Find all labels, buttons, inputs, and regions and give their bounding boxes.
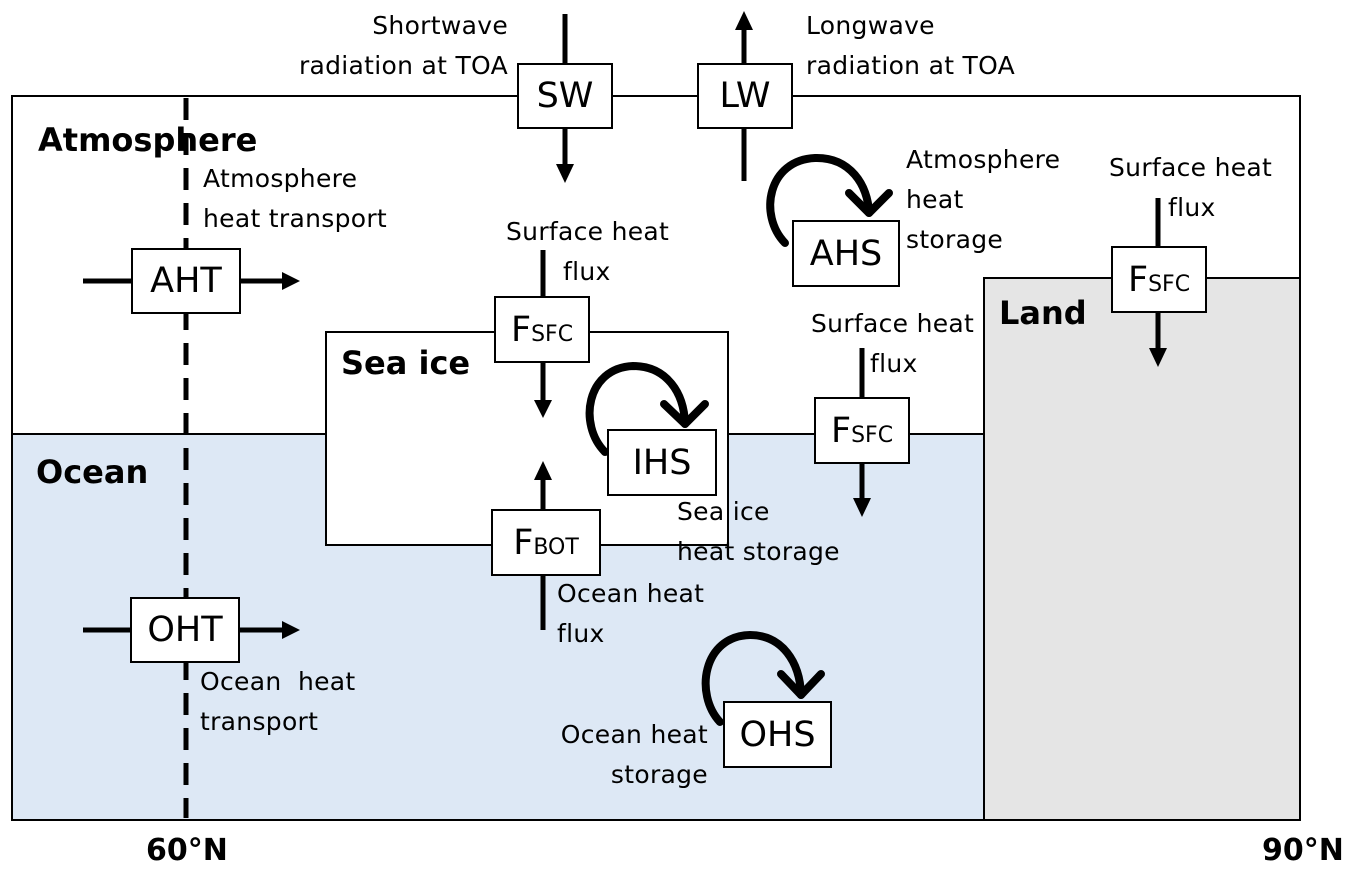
ihs-label-line: heat storage xyxy=(677,537,840,566)
ocean-sfc-label-line: flux xyxy=(870,349,918,378)
bot-label-line: flux xyxy=(557,619,605,648)
sw-label-line: Shortwave xyxy=(372,11,508,40)
ihs-label: Sea ice heat storage xyxy=(677,492,840,572)
sw-label: Shortwave radiation at TOA xyxy=(299,6,508,86)
ice-sfc-label-line: Surface heat xyxy=(506,217,670,246)
oht-label-line: Ocean heat xyxy=(200,667,356,696)
land-sfc-label-line: flux xyxy=(1168,193,1216,222)
ocean-sfc-arrowhead xyxy=(853,498,871,517)
flux-subscript: SFC xyxy=(531,321,574,347)
ocean-sfc-label: Surface heat flux xyxy=(811,304,974,384)
bot-arrowhead xyxy=(534,461,552,480)
ohs-cycle-arrow xyxy=(701,631,825,726)
ice-sfc-label-line: flux xyxy=(563,257,611,286)
aht-label: Atmosphere heat transport xyxy=(203,159,387,239)
ahs-box: AHS xyxy=(792,220,900,287)
latitude-90n-label: 90°N xyxy=(1262,833,1344,868)
ihs-label-line: Sea ice xyxy=(677,497,770,526)
ohs-label-line: Ocean heat xyxy=(560,720,708,749)
ihs-cycle-arrow xyxy=(585,362,709,456)
ohs-box: OHS xyxy=(723,701,832,768)
ocean-region-label: Ocean xyxy=(36,453,149,491)
aht-arrowhead xyxy=(282,272,300,290)
flux-symbol: F xyxy=(1127,259,1149,300)
lw-box: LW xyxy=(697,63,793,129)
land-sfc-arrowhead xyxy=(1149,348,1167,367)
land-sfc-label-line: Surface heat xyxy=(1109,153,1273,182)
oht-arrowhead xyxy=(282,621,300,639)
land-sfc-label: Surface heat flux xyxy=(1109,148,1272,228)
domain-frame xyxy=(11,95,1301,821)
flux-symbol: F xyxy=(510,309,532,350)
land-region xyxy=(983,277,1301,821)
oht-label-line: transport xyxy=(200,707,319,736)
bot-label: Ocean heat flux xyxy=(557,574,704,654)
ihs-box: IHS xyxy=(607,429,717,496)
sea-ice-region-label: Sea ice xyxy=(341,344,471,382)
oht-box: OHT xyxy=(130,597,240,663)
lw-label: Longwave radiation at TOA xyxy=(806,6,1015,86)
lw-arrowhead xyxy=(735,11,753,30)
lw-label-line: Longwave xyxy=(806,11,935,40)
ahs-label-line: storage xyxy=(906,225,1004,254)
ahs-label-line: heat xyxy=(906,185,964,214)
bot-label-line: Ocean heat xyxy=(557,579,705,608)
ocean-sfc-label-line: Surface heat xyxy=(811,309,975,338)
flux-subscript: SFC xyxy=(1148,271,1191,297)
aht-box: AHT xyxy=(131,248,241,314)
aht-label-line: Atmosphere xyxy=(203,164,358,193)
oht-label: Ocean heat transport xyxy=(200,662,356,742)
flux-symbol: F xyxy=(830,410,852,451)
sw-label-line: radiation at TOA xyxy=(298,51,508,80)
land-region-label: Land xyxy=(999,294,1087,332)
sw-box: SW xyxy=(517,63,613,129)
ice-sfc-arrowhead xyxy=(534,400,552,418)
flux-subscript: SFC xyxy=(851,422,894,448)
ahs-cycle-arrow xyxy=(766,153,893,247)
flux-symbol: F xyxy=(513,522,534,563)
ohs-label-line: storage xyxy=(610,760,708,789)
ahs-label: Atmosphere heat storage xyxy=(906,140,1060,260)
lw-label-line: radiation at TOA xyxy=(806,51,1016,80)
ahs-label-line: Atmosphere xyxy=(906,145,1061,174)
aht-label-line: heat transport xyxy=(203,204,388,233)
flux-subscript: BOT xyxy=(533,534,579,560)
ice-sfc-label: Surface heat flux xyxy=(506,212,669,292)
latitude-60n-label: 60°N xyxy=(146,833,228,868)
sw-arrowhead xyxy=(556,164,574,183)
atmosphere-region-label: Atmosphere xyxy=(38,121,258,159)
ohs-label: Ocean heat storage xyxy=(561,715,708,795)
